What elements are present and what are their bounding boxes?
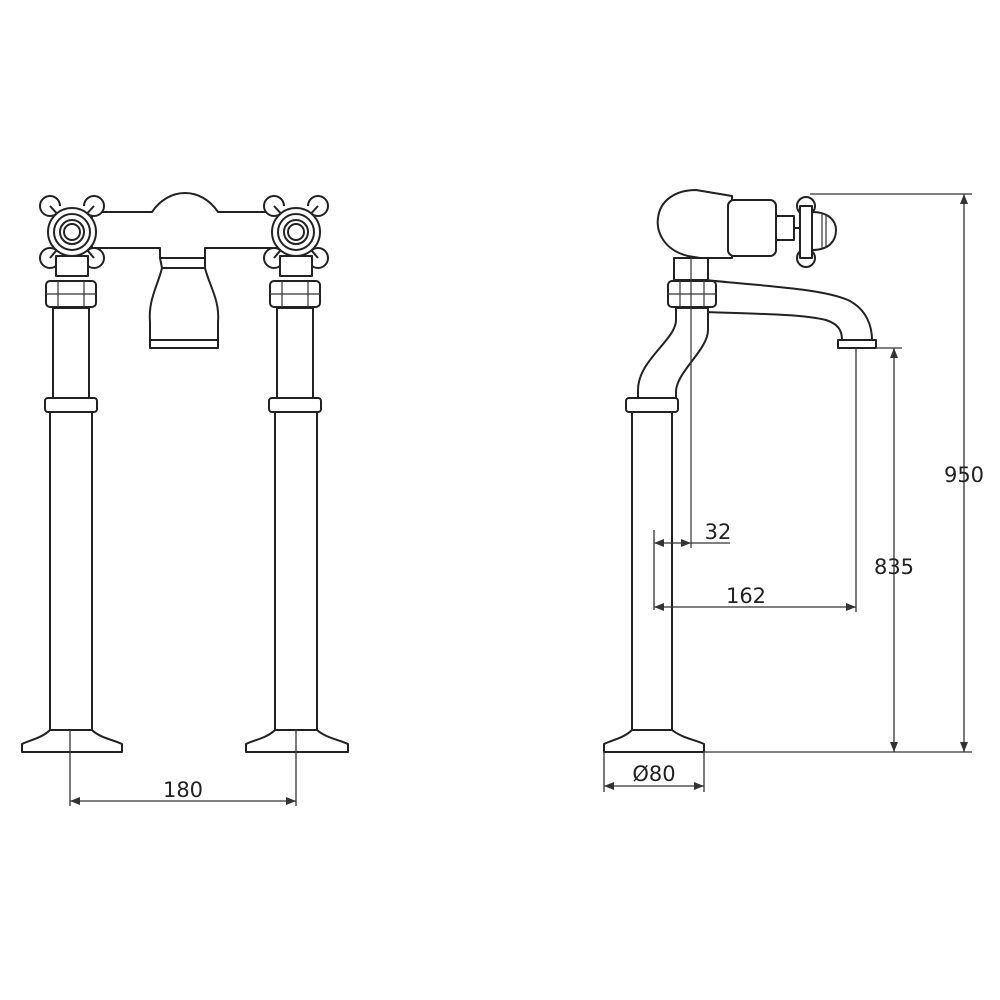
front-mixer-body [91,192,279,349]
dimension-base-diameter-label: Ø80 [632,762,675,786]
dimension-spout-height-label: 835 [874,555,914,579]
dimension-spout-height: 835 [874,347,914,752]
dimension-base-diameter: Ø80 [603,752,705,792]
side-curved-pipe [637,307,709,401]
front-left-leg [21,255,123,753]
side-spout [705,279,877,349]
dimension-reach: 162 [654,348,857,612]
dimension-total-height: 950 [704,193,984,753]
side-head [656,189,807,259]
dimension-offset: 32 [653,520,732,610]
front-right-leg [245,255,349,753]
dimension-spacing-label: 180 [163,778,203,802]
side-view: 32 162 835 950 [603,189,984,792]
dimension-total-height-label: 950 [944,463,984,487]
dimension-reach-label: 162 [726,584,766,608]
front-right-handle [263,195,329,269]
side-handle [796,196,837,268]
side-column [603,397,705,753]
dimension-spacing: 180 [69,730,297,806]
front-view: 180 [21,192,349,806]
side-neck [667,257,717,308]
dimension-offset-label: 32 [705,520,732,544]
